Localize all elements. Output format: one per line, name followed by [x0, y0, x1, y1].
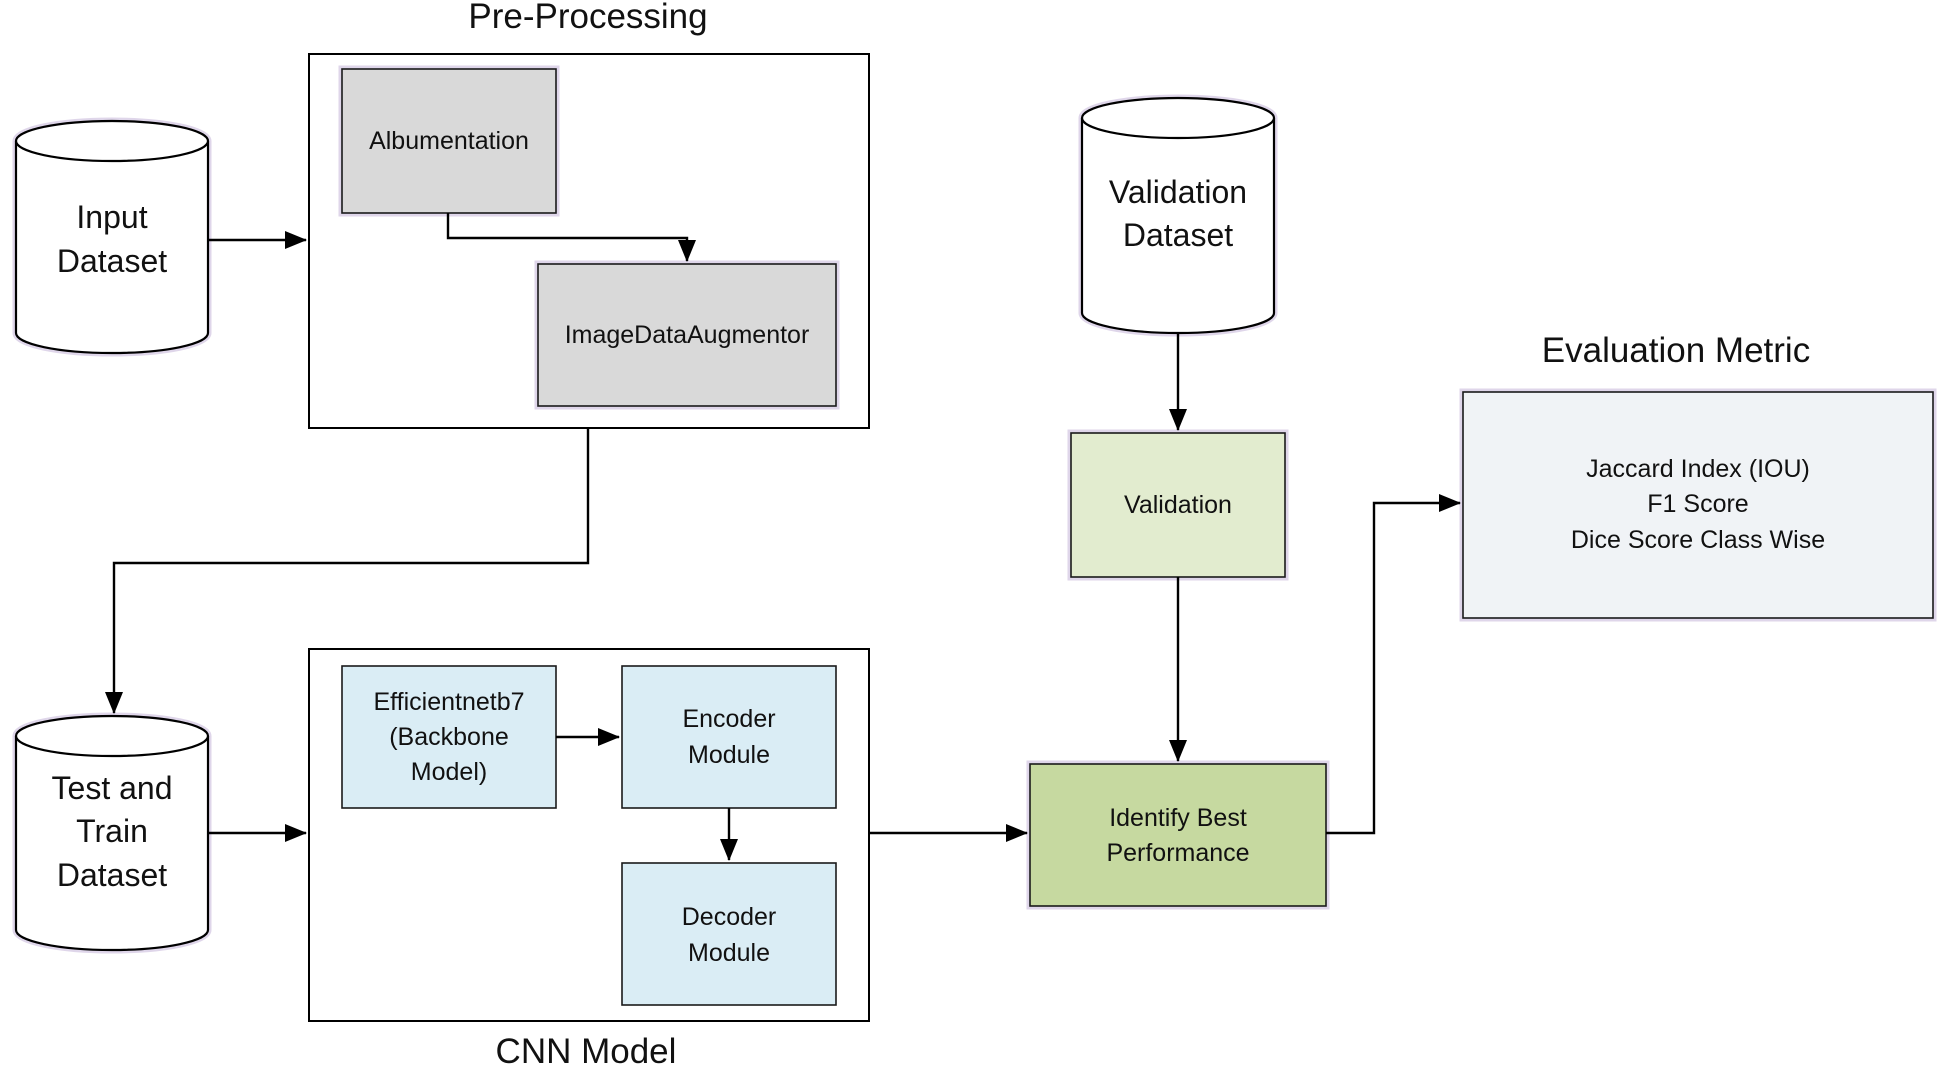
- decoder-module-box: [621, 862, 837, 1006]
- image-data-augmentor-box: [537, 263, 837, 407]
- image-data-augmentor-label: ImageDataAugmentor: [565, 321, 810, 349]
- backbone-label-line2: (Backbone: [389, 723, 509, 751]
- validation-dataset-label-line1: Validation: [1109, 174, 1247, 210]
- albumentation-box: [341, 68, 557, 214]
- arrow-identify-best-to-metric: [1326, 494, 1461, 835]
- test-train-label-line3: Dataset: [57, 857, 167, 893]
- validation-dataset-label-line2: Dataset: [1123, 217, 1233, 253]
- evaluation-metric-heading: Evaluation Metric: [1542, 331, 1810, 370]
- metric-f1-score: F1 Score: [1647, 490, 1748, 518]
- validation-label: Validation: [1124, 491, 1232, 519]
- arrow-albumentation-to-augmentor: [446, 213, 696, 262]
- identify-best-label-line1: Identify Best: [1109, 804, 1247, 832]
- validation-box: [1070, 432, 1286, 578]
- validation-dataset-cylinder: Validation Dataset: [1078, 94, 1278, 337]
- input-dataset-label-line2: Dataset: [57, 243, 167, 279]
- test-train-dataset-cylinder: Test and Train Dataset: [12, 712, 212, 954]
- evaluation-metric-box: [1462, 391, 1934, 619]
- identify-best-performance-box: [1029, 763, 1327, 907]
- backbone-label-line3: Model): [411, 758, 487, 786]
- arrow-preprocessing-to-testtrain: [105, 428, 590, 714]
- cnn-model-heading: CNN Model: [496, 1032, 677, 1066]
- identify-best-label-line2: Performance: [1106, 839, 1249, 867]
- encoder-module-box: [621, 665, 837, 809]
- encoder-label-line1: Encoder: [682, 705, 775, 733]
- input-dataset-cylinder: Input Dataset: [12, 117, 212, 357]
- input-dataset-label-line1: Input: [76, 199, 147, 235]
- backbone-label-line1: Efficientnetb7: [373, 688, 524, 716]
- albumentation-label: Albumentation: [369, 127, 529, 155]
- metric-dice-score: Dice Score Class Wise: [1571, 526, 1825, 554]
- test-train-label-line1: Test and: [52, 770, 173, 806]
- decoder-label-line1: Decoder: [682, 903, 777, 931]
- test-train-label-line2: Train: [76, 813, 148, 849]
- encoder-label-line2: Module: [688, 741, 770, 769]
- pre-processing-heading: Pre-Processing: [468, 0, 707, 36]
- metric-jaccard-index: Jaccard Index (IOU): [1586, 455, 1810, 483]
- decoder-label-line2: Module: [688, 939, 770, 967]
- backbone-box: [341, 665, 557, 809]
